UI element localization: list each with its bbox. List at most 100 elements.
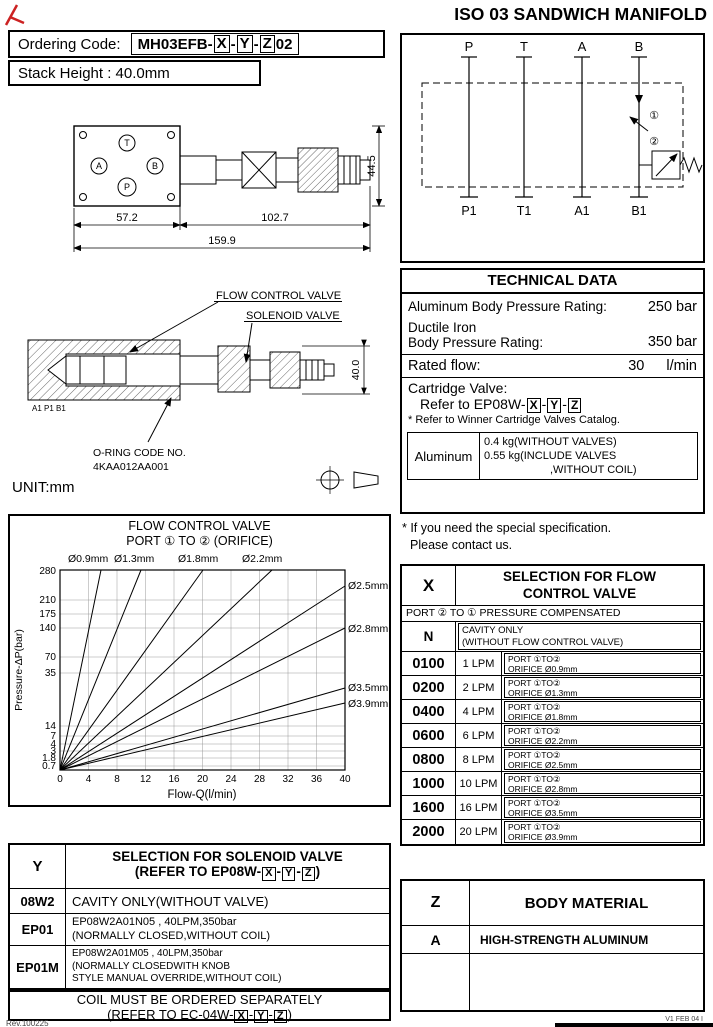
coil-ref-prefix: (REFER TO EC-04W- <box>107 1006 234 1022</box>
ordering-code-value: MH03EFB- X - Y - Z 02 <box>130 33 300 55</box>
z-row-code: A <box>402 926 470 953</box>
x-row-n-desc: CAVITY ONLY (WITHOUT FLOW CONTROL VALVE) <box>458 623 701 650</box>
x-row-detail-line2: ORIFICE Ø2.5mm <box>508 760 578 771</box>
port-a-label: A <box>96 161 102 171</box>
boxed-letter-z: Z <box>259 35 275 53</box>
x-row-lpm: 8 LPM <box>456 748 502 771</box>
orifice-label: Ø0.9mm <box>68 553 109 565</box>
oring-callout: O-RING CODE NO. 4KAA012AA001 <box>93 397 186 473</box>
z-row-desc: HIGH-STRENGTH ALUMINUM <box>480 932 649 947</box>
y-table-title-line2: (REFER TO EP08W-X-Y-Z) <box>66 864 389 881</box>
x-table-key: X <box>402 566 456 605</box>
y-title-prefix: (REFER TO EP08W- <box>134 864 262 879</box>
x-axis-label: Flow-Q(l/min) <box>168 789 237 801</box>
x-row-detail-line2: ORIFICE Ø1.3mm <box>508 688 578 699</box>
orifice-label: Ø1.8mm <box>178 553 219 565</box>
dim-valve-length: 102.7 <box>261 212 289 224</box>
boxed-letter-x: X <box>526 398 541 413</box>
x-row-code: 0200 <box>402 676 456 699</box>
oring-code-label: O-RING CODE NO. <box>93 447 186 459</box>
boxed-letter-x: X <box>234 1009 248 1024</box>
cartridge-valve-label: Cartridge Valve: <box>408 380 508 396</box>
weight-line3: ,WITHOUT COIL) <box>550 464 637 477</box>
boxed-letter-z: Z <box>273 1009 287 1024</box>
boxed-letter-y: Y <box>254 1009 268 1024</box>
x-row-detail-line1: PORT ①TO② <box>508 678 561 688</box>
code-separator: - <box>541 396 547 412</box>
cartridge-valve-note: * Refer to Winner Cartridge Valves Catal… <box>408 413 620 426</box>
boxed-letter-z: Z <box>567 398 582 413</box>
x-row-detail-line2: ORIFICE Ø3.9mm <box>508 832 578 843</box>
y-row-desc: EP08W2A01M05 , 40LPM,350bar (NORMALLY CL… <box>72 948 282 985</box>
x-row-lpm: 10 LPM <box>456 772 502 795</box>
schematic-port-p1: P1 <box>461 204 476 218</box>
footer-bar <box>555 1023 713 1027</box>
special-note: * If you need the special specification.… <box>402 520 611 554</box>
x-row-detail-line2: ORIFICE Ø1.8mm <box>508 712 578 723</box>
x-selection-table: X SELECTION FOR FLOW CONTROL VALVE PORT … <box>400 564 705 846</box>
schematic-port-t: T <box>520 39 528 54</box>
boxed-letter-y: Y <box>282 867 296 881</box>
stack-height-dimension <box>302 339 370 395</box>
orifice-label: Ø2.2mm <box>242 553 283 565</box>
coil-note-line1: COIL MUST BE ORDERED SEPARATELY <box>76 992 323 1007</box>
dim-height: 44.5 <box>366 155 378 176</box>
flow-control-symbol: ① <box>629 95 659 132</box>
y-row-code: 08W2 <box>10 889 66 913</box>
rated-flow-row: Rated flow: 30 l/min <box>402 354 703 377</box>
z-body-material-table: Z BODY MATERIAL A HIGH-STRENGTH ALUMINUM <box>400 879 705 1012</box>
revision-note: Rev.100225 <box>6 1019 49 1027</box>
weight-line1: 0.4 kg(WITHOUT VALVES) <box>484 435 617 448</box>
cartridge-valve-profile <box>179 147 371 193</box>
x-row-lpm: 4 LPM <box>456 700 502 723</box>
weight-values: 0.4 kg(WITHOUT VALVES) 0.55 kg(INCLUDE V… <box>480 433 641 480</box>
stack-height-label: Stack Height : 40.0mm <box>18 64 170 82</box>
manifold-body-top-view: T A P B <box>73 125 181 207</box>
y-row-desc: CAVITY ONLY(WITHOUT VALVE) <box>72 893 269 909</box>
x-tick: 4 <box>86 774 92 785</box>
x-row-code: 1600 <box>402 796 456 819</box>
manifold-section: A1 P1 B1 <box>27 339 181 413</box>
orifice-label: Ø2.8mm <box>348 623 389 635</box>
y-tick-labels: 280 210 175 140 70 35 14 7 4 3 1.8 0.7 <box>39 566 56 772</box>
weight-table: Aluminum 0.4 kg(WITHOUT VALVES) 0.55 kg(… <box>407 431 698 481</box>
unit-note: UNIT:mm <box>12 479 75 496</box>
coil-note-box: COIL MUST BE ORDERED SEPARATELY (REFER T… <box>8 990 391 1024</box>
x-row-code: 1000 <box>402 772 456 795</box>
boxed-letter-y: Y <box>236 35 253 53</box>
x-row-detail-line1: PORT ①TO② <box>508 774 561 784</box>
x-row-code: 0600 <box>402 724 456 747</box>
dim-total-length: 159.9 <box>208 235 236 247</box>
code-separator: - <box>276 864 282 879</box>
x-row-detail-line1: PORT ①TO② <box>508 702 561 712</box>
y-axis-label: Pressure-ΔP(bar) <box>13 629 25 711</box>
y-tick: 0.7 <box>42 761 56 772</box>
y-selection-table: Y SELECTION FOR SOLENOID VALVE (REFER TO… <box>8 843 391 990</box>
close-paren: ) <box>315 864 321 879</box>
x-row-lpm: 16 LPM <box>456 796 502 819</box>
code-suffix: 02 <box>275 35 293 53</box>
y-table-key: Y <box>10 845 66 888</box>
projection-symbol-target <box>316 466 344 494</box>
hydraulic-schematic: P T A B ① ② <box>421 39 703 218</box>
cartridge-ref-prefix: Refer to EP08W- <box>420 396 526 412</box>
ordering-code-label: Ordering Code: <box>18 35 121 53</box>
chart-title: FLOW CONTROL VALVE <box>128 519 271 533</box>
page-title: ISO 03 SANDWICH MANIFOLD <box>454 4 707 24</box>
iron-pressure-label: Ductile Iron Body Pressure Rating: <box>408 320 544 350</box>
x-tick: 16 <box>168 774 180 785</box>
x-row-detail-line2: ORIFICE Ø3.5mm <box>508 808 578 819</box>
x-row-detail-line2: ORIFICE Ø0.9mm <box>508 664 578 675</box>
z-table-row: A HIGH-STRENGTH ALUMINUM <box>402 926 703 954</box>
orifice-label: Ø3.5mm <box>348 682 389 694</box>
